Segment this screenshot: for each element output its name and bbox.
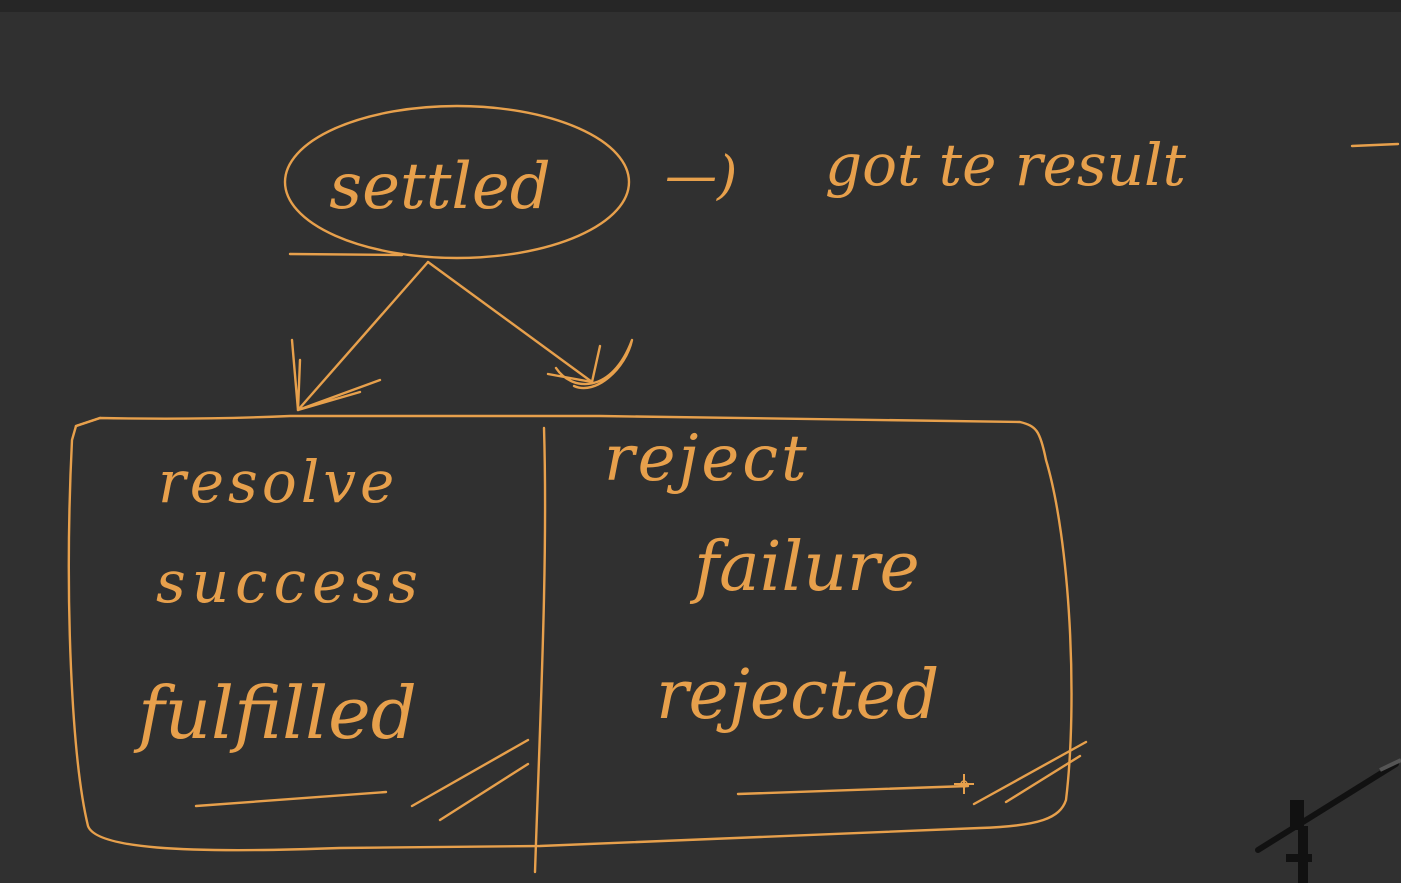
left-double-slash	[410, 738, 530, 822]
settled-oval	[283, 104, 631, 260]
outcome-box-corner	[74, 416, 102, 428]
microphone-stand-icon	[1255, 758, 1401, 883]
left-branch-line	[296, 260, 430, 412]
branch-arrows	[290, 260, 634, 412]
left-arrowhead	[290, 338, 382, 412]
top-edge	[0, 0, 1401, 12]
right-line-2: failure	[689, 528, 920, 607]
right-underline	[736, 784, 970, 796]
cursor-icon	[954, 774, 974, 794]
note-arrow: —)	[665, 146, 737, 206]
left-underline	[194, 790, 388, 808]
settled-underline	[288, 252, 404, 257]
outcome-box	[67, 414, 1073, 874]
note-tail-stroke	[1350, 142, 1400, 148]
left-outcome: resolve success fulfilled	[133, 448, 530, 822]
outcome-box-divider	[533, 426, 547, 874]
right-line-3: rejected	[656, 656, 939, 735]
left-line-1: resolve	[158, 448, 398, 516]
left-line-3: fulfilled	[133, 671, 417, 755]
right-branch-line	[426, 260, 594, 384]
right-double-slash	[972, 740, 1088, 806]
outcome-box-border	[67, 414, 1073, 852]
left-line-2: success	[156, 548, 424, 616]
right-line-1: reject	[604, 422, 810, 496]
settled-label: settled	[329, 150, 550, 224]
settled-note: —) got te result	[665, 131, 1400, 206]
right-arrowhead	[546, 338, 634, 390]
note-text: got te result	[825, 131, 1187, 199]
settled-node: settled	[283, 104, 631, 260]
right-outcome: reject failure rejected	[604, 422, 1088, 806]
